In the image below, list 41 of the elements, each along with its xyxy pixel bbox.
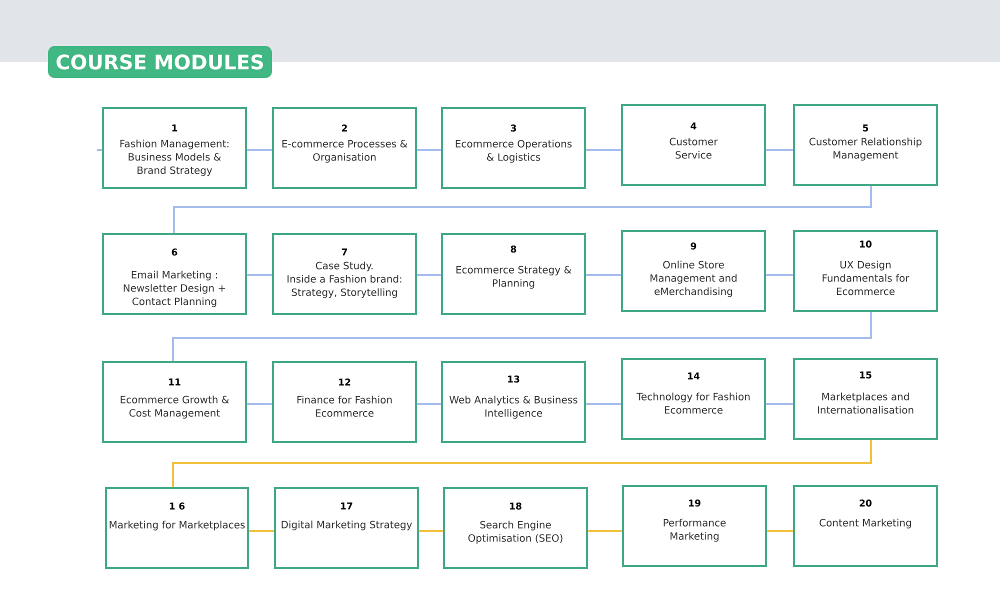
module-box: 13 Web Analytics & Business Intelligence xyxy=(441,361,586,443)
connector-line xyxy=(586,274,621,276)
module-box: 3 Ecommerce Operations & Logistics xyxy=(441,107,586,189)
module-box: 20 Content Marketing xyxy=(793,485,938,567)
module-box: 7 Case Study. Inside a Fashion brand: Strategy, Storytelling xyxy=(272,233,417,315)
connector-line xyxy=(766,149,793,151)
module-box: 12 Finance for Fashion Ecommerce xyxy=(272,361,417,443)
module-box: 2 E-commerce Processes & Organisation xyxy=(272,107,417,189)
connector-line xyxy=(766,274,793,276)
module-box: 8 Ecommerce Strategy & Planning xyxy=(441,233,586,315)
connector-line xyxy=(172,312,872,361)
connector-line xyxy=(249,530,274,532)
connector-line xyxy=(247,403,272,405)
module-box: 14 Technology for Fashion Ecommerce xyxy=(621,358,766,440)
module-box: 17 Digital Marketing Strategy xyxy=(274,487,419,569)
connector-line xyxy=(766,403,793,405)
connector-line xyxy=(417,403,441,405)
module-box: 19 Performance Marketing xyxy=(622,485,767,567)
connector-line xyxy=(767,530,793,532)
module-box: 4 Customer Service xyxy=(621,104,766,186)
connector-line xyxy=(588,530,622,532)
module-box: 1 Fashion Management: Business Models & Brand Strategy xyxy=(102,107,247,189)
connector-line xyxy=(247,149,272,151)
connector-line xyxy=(586,403,621,405)
module-box: 11 Ecommerce Growth & Cost Management xyxy=(102,361,247,443)
connector-line xyxy=(417,149,441,151)
title-badge: COURSE MODULES xyxy=(48,46,272,78)
connector-line xyxy=(247,274,272,276)
connector-line xyxy=(417,274,441,276)
connector-line xyxy=(173,186,872,233)
module-box: 5 Customer Relationship Management xyxy=(793,104,938,186)
module-box: 9 Online Store Management and eMerchandising xyxy=(621,230,766,312)
module-box: 6 Email Marketing : Newsletter Design + Contact Planning xyxy=(102,233,247,315)
connector-line xyxy=(97,149,102,151)
connector-line xyxy=(419,530,443,532)
connector-line xyxy=(586,149,621,151)
connector-line xyxy=(172,440,872,487)
module-box: 10 UX Design Fundamentals for Ecommerce xyxy=(793,230,938,312)
module-box: 1 6 Marketing for Marketplaces xyxy=(105,487,249,569)
module-box: 15 Marketplaces and Internationalisation xyxy=(793,358,938,440)
module-box: 18 Search Engine Optimisation (SEO) xyxy=(443,487,588,569)
